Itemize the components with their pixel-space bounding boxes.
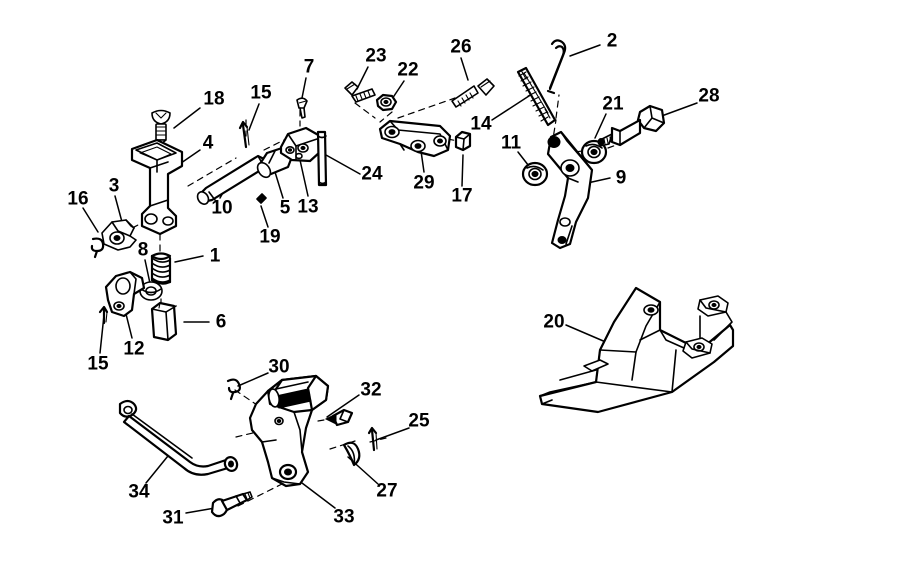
part-25-cotter-pin xyxy=(367,426,378,452)
part-12-link xyxy=(104,270,146,318)
part-15-cotter-pin-lower xyxy=(98,305,109,325)
callout-32: 32 xyxy=(360,379,382,401)
callout-17: 17 xyxy=(451,185,473,207)
part-32-pin xyxy=(324,408,354,427)
callout-21: 21 xyxy=(602,93,624,115)
callout-13: 13 xyxy=(297,196,319,218)
callout-9: 9 xyxy=(615,167,627,189)
leader-lines xyxy=(82,44,698,514)
callout-31: 31 xyxy=(162,507,184,529)
callout-1: 1 xyxy=(209,245,221,267)
part-1-spring xyxy=(150,252,172,285)
part-4-housing xyxy=(130,138,184,236)
part-30-clip xyxy=(226,378,241,401)
callout-34: 34 xyxy=(128,481,150,503)
callout-27: 27 xyxy=(376,480,398,502)
part-31-stud xyxy=(210,491,253,518)
part-2-wire-clip xyxy=(546,39,567,95)
callout-18: 18 xyxy=(203,88,225,110)
part-20-mount-bracket xyxy=(538,286,735,414)
part-6-plunger xyxy=(150,301,178,342)
part-28-hex-bolt xyxy=(597,104,666,147)
part-9-lever xyxy=(546,130,594,250)
callout-15-lower: 15 xyxy=(87,353,109,375)
callout-19: 19 xyxy=(259,226,281,248)
part-14-braided-cable xyxy=(516,66,557,127)
part-33-handle-body xyxy=(248,374,330,488)
part-13-bracket-block xyxy=(279,126,322,163)
callout-2: 2 xyxy=(606,30,618,52)
callout-23: 23 xyxy=(365,45,387,67)
part-15-cotter-pin-upper xyxy=(238,120,250,149)
callout-14: 14 xyxy=(470,113,492,135)
part-7-screw xyxy=(296,97,308,119)
callout-33: 33 xyxy=(333,506,355,528)
part-16-clip xyxy=(90,237,105,259)
part-34-rod xyxy=(118,399,239,476)
callout-6: 6 xyxy=(215,311,227,333)
callout-29: 29 xyxy=(413,172,435,194)
callout-3: 3 xyxy=(108,175,120,197)
part-11-bushing xyxy=(521,161,549,187)
part-24-rod xyxy=(316,130,328,187)
part-17-spacer xyxy=(454,130,472,152)
callout-12: 12 xyxy=(123,338,145,360)
callout-7: 7 xyxy=(303,56,315,78)
callout-10: 10 xyxy=(211,197,233,219)
part-22-nut xyxy=(375,93,398,112)
part-3-clamp xyxy=(101,219,137,251)
callout-15-upper: 15 xyxy=(250,82,272,104)
callout-22: 22 xyxy=(397,59,419,81)
callout-26: 26 xyxy=(450,36,472,58)
part-27-shim xyxy=(342,441,361,467)
callout-16: 16 xyxy=(67,188,89,210)
callout-20: 20 xyxy=(543,311,565,333)
part-8-washer xyxy=(139,281,163,301)
callout-8: 8 xyxy=(137,239,149,261)
callout-30: 30 xyxy=(268,356,290,378)
callout-28: 28 xyxy=(698,85,720,107)
callout-25: 25 xyxy=(408,410,430,432)
part-23-bolt xyxy=(344,81,376,103)
part-26-bolt xyxy=(451,78,495,108)
part-19-pin xyxy=(256,193,267,204)
callout-4: 4 xyxy=(202,132,214,154)
callout-11: 11 xyxy=(500,132,522,154)
part-18-screw xyxy=(151,109,171,145)
callout-5: 5 xyxy=(279,197,291,219)
part-29-link-arm xyxy=(378,119,452,158)
callout-24: 24 xyxy=(361,163,383,185)
